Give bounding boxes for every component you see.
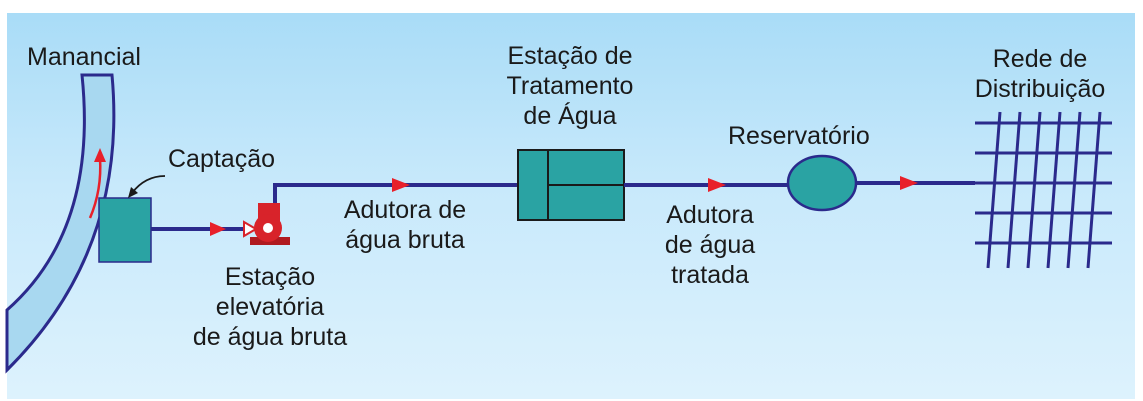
distribution-grid xyxy=(975,111,1112,269)
flow-arrow-2 xyxy=(392,178,410,192)
captacao-callout xyxy=(131,175,166,194)
label-manancial: Manancial xyxy=(27,43,141,71)
label-captacao: Captação xyxy=(168,145,276,173)
label-adutora-agua-bruta: Adutora de água bruta xyxy=(343,196,467,254)
river-flow-arrow xyxy=(88,157,102,219)
flow-arrow-1 xyxy=(210,222,226,236)
pump-inlet xyxy=(243,220,258,238)
captacao-callout-head xyxy=(128,187,138,198)
label-estacao-elevatoria: Estação elevatória de água bruta xyxy=(192,263,348,351)
pump-eye xyxy=(263,223,273,233)
label-estacao-tratamento: Estação de Tratamento de Água xyxy=(506,42,634,130)
flow-arrow-4 xyxy=(900,176,918,190)
river-flow-arrowhead xyxy=(94,148,106,162)
flow-arrow-3 xyxy=(708,178,726,192)
captacao-box xyxy=(98,197,152,263)
pipe-adutora-bruta xyxy=(273,183,518,203)
label-reservatorio: Reservatório xyxy=(728,122,870,150)
label-rede-distribuicao: Rede de Distribuição xyxy=(974,45,1106,103)
label-adutora-agua-tratada: Adutora de água tratada xyxy=(664,201,756,289)
river-manancial xyxy=(5,73,116,374)
reservatorio-tank xyxy=(786,154,858,212)
